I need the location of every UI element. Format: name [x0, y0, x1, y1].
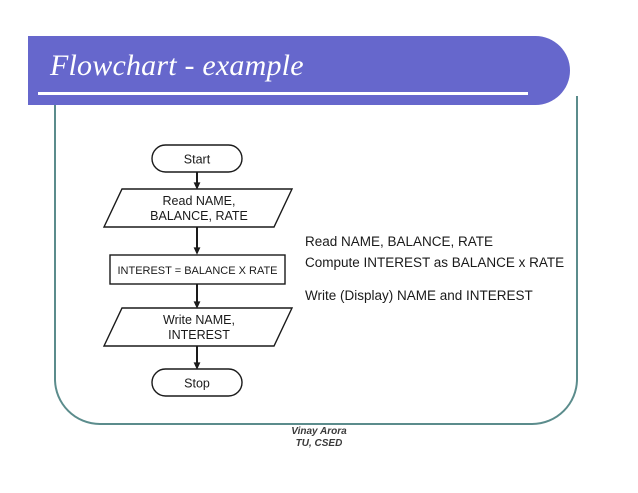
notes-block: Read NAME, BALANCE, RATE Compute INTERES… [305, 231, 573, 306]
flow-node-compute: INTEREST = BALANCE X RATE [109, 254, 286, 285]
flow-node-start: Start [151, 144, 243, 173]
page-title: Flowchart - example [50, 49, 304, 82]
notes-line-2: Compute INTEREST as BALANCE x RATE [305, 255, 565, 270]
flow-node-read-label-line2: BALANCE, RATE [150, 209, 248, 223]
title-banner: Flowchart - example [28, 36, 570, 105]
notes-line-3: Write (Display) NAME and INTEREST [305, 288, 533, 303]
flow-node-read-label-line1: Read NAME, [163, 194, 236, 208]
flow-node-start-label: Start [184, 153, 211, 167]
title-underline [38, 92, 528, 95]
flow-node-compute-label: INTEREST = BALANCE X RATE [117, 265, 277, 277]
slide-footer: Vinay Arora TU, CSED [0, 426, 638, 450]
flow-node-stop: Stop [151, 368, 243, 397]
flow-node-write-label-line1: Write NAME, [163, 313, 235, 327]
flow-node-write: Write NAME, INTEREST [102, 307, 294, 347]
flow-node-read: Read NAME, BALANCE, RATE [102, 188, 294, 228]
footer-affiliation: TU, CSED [295, 438, 343, 449]
footer-author: Vinay Arora [291, 426, 347, 437]
flow-node-stop-label: Stop [184, 377, 210, 391]
notes-line-1: Read NAME, BALANCE, RATE [305, 234, 494, 249]
slide-frame [54, 96, 578, 425]
flow-node-write-label-line2: INTEREST [168, 328, 230, 342]
